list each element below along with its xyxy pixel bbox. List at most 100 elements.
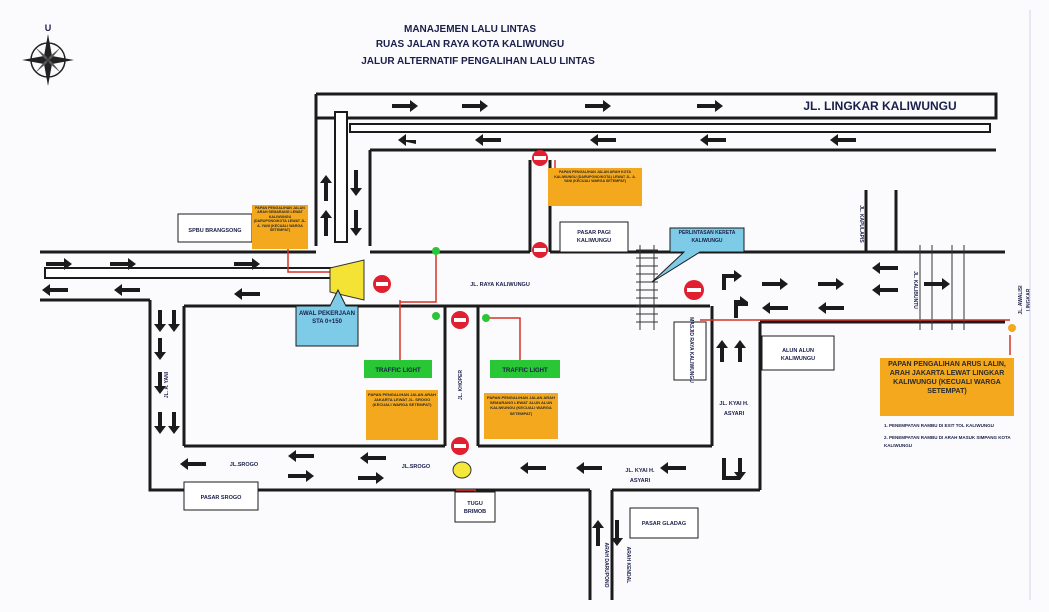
traffic-light-text-2: TRAFFIC LIGHT [502,368,548,374]
road-label-srogo-left: JL.SROGO [230,462,259,468]
alun-alun-box [761,335,835,371]
arrow-left-icon [475,134,501,146]
arrow-right-icon [46,258,72,270]
arrow-down-icon [734,458,746,480]
road-label-lingkar-short: LINGKAR [1026,288,1032,311]
compass-north-label: U [45,23,52,33]
no-entry-signs [373,150,704,455]
note-1: 1. PENEMPATAN RAMBU DI EXIT TOL KALIWUNG… [884,423,994,428]
place-boxes [177,213,835,539]
arrow-left-icon [576,462,602,474]
arrow-right-icon [697,100,723,112]
road-label-srogo-mid: JL.SROGO [402,464,431,470]
road-label-kyai-bottom: JL. KYAI H.ASYARI [625,468,655,484]
no-entry-icon [532,150,548,166]
traffic-light-icon [482,314,490,322]
tugu-box [454,491,496,523]
arrow-down-icon [611,520,623,546]
no-entry-icon [373,275,391,293]
arrow-right-icon [585,100,611,112]
sign-text-2: PAPAN PENGALIHAN JALAN ARAH KOTA KALIWUN… [554,170,636,184]
arrow-right-icon [924,278,950,290]
pasar-pagi-box [559,221,629,253]
marker-icon [1008,324,1016,332]
arrow-down-icon [154,338,166,360]
no-entry-icon [451,311,469,329]
no-entry-icon [684,280,704,300]
sign-text-4: PAPAN PENGALIHAN JALAN ARAH SEMARANG LEW… [487,395,555,416]
no-entry-icon [532,242,548,258]
awal-pekerjaan-text: AWAL PEKERJAAN STA 0+150 [299,311,355,326]
label-masjid: MASJID RAYA KALIWUNGU [688,317,694,383]
arrow-left-icon [114,284,140,296]
arrow-left-icon [360,452,386,464]
label-spbu: SPBU BRANGSONG [188,228,241,234]
road-label-kapulapis: JL. KAPULAPIS [858,205,864,243]
road-label-darupono: ARAH DARUPONO [603,543,609,588]
road-label-kalibuntu: JL. KALIBUNTU [912,271,918,309]
arrow-down-icon [154,372,166,394]
arrow-right-icon [288,470,314,482]
arrow-up-icon [716,340,728,362]
arrow-up-icon [734,340,746,362]
arrow-right-icon [462,100,488,112]
railway-right [919,245,965,330]
no-entry-icon [451,437,469,455]
notes-block: 1. PENEMPATAN RAMBU DI EXIT TOL KALIWUNG… [884,422,1034,450]
awal-pekerjaan-callout: AWAL PEKERJAAN STA 0+150 [295,288,359,347]
traffic-light-label-2 [490,360,560,378]
arrow-down-icon [168,412,180,434]
road-label-kyai-right: JL. KYAI H.ASYARI [719,401,749,417]
arrow-left-icon [872,262,898,274]
road-label-lingkar: JL. LINGKAR KALIWUNGU [803,99,956,113]
traffic-light-dots [432,247,1016,332]
arrow-left-icon [872,284,898,296]
label-pasar-gladag: PASAR GLADAG [642,521,686,527]
arrow-down-icon [154,412,166,434]
arrow-left-icon [398,134,416,146]
direction-arrows [42,100,950,546]
arrow-left-icon [520,462,546,474]
traffic-light-icon [432,247,440,255]
arrow-left-icon [180,458,206,470]
road-network [40,92,1005,600]
road-label-raya: JL. RAYA KALIWUNGU [470,282,530,288]
sign-board-1: PAPAN PENGALIHAN JALAN ARAH SEMARANG LEW… [252,205,308,249]
arrow-down-icon [154,310,166,332]
note-2: 2. PENEMPATAN RAMBU DI ARAH MASUK SIMPAN… [884,435,1011,449]
title-line-2: RUAS JALAN RAYA KOTA KALIWUNGU [376,39,564,50]
sign-text-1: PAPAN PENGALIHAN JALAN ARAH SEMARANG LEW… [253,206,307,233]
sign-board-3: PAPAN PENGALIHAN JALAN ARAH JAKARTA LEWA… [366,390,438,440]
railway-crossing [636,245,658,330]
arrow-right-icon [762,278,788,290]
perlintasan-callout: PERLINTASAN KERETA KALIWUNGU [651,227,745,283]
arrow-left-icon [830,134,856,146]
sign-board-right: PAPAN PENGALIHAN ARUS LALIN, ARAH JAKART… [880,358,1014,416]
spbu-box [177,213,253,243]
road-label-khoper: JL. KHOPER [458,370,464,400]
sign-board-4: PAPAN PENGALIHAN JALAN ARAH SEMARANG LEW… [484,393,558,439]
sign-text-3: PAPAN PENGALIHAN JALAN ARAH JAKARTA LEWA… [368,392,436,408]
title-line-1: MANAJEMEN LALU LINTAS [404,24,536,35]
perlintasan-text: PERLINTASAN KERETA KALIWUNGU [678,230,736,244]
pasar-gladag-box [629,507,699,539]
turn-arrow-icon [722,458,740,480]
arrow-up-icon [320,175,332,201]
arrow-left-icon [818,302,844,314]
sign-board-2: PAPAN PENGALIHAN JALAN ARAH KOTA KALIWUN… [548,168,642,206]
construction-sign-icon [329,259,365,301]
tugu-marker-icon [452,461,472,479]
arrow-right-icon [358,472,384,484]
arrow-down-icon [350,210,362,236]
arrow-left-icon [234,288,260,300]
compass-rose-icon: U [22,23,74,86]
traffic-light-label-1 [364,360,432,378]
arrow-right-icon [818,278,844,290]
sign-text-right: PAPAN PENGALIHAN ARUS LALIN, ARAH JAKART… [888,361,1006,396]
traffic-light-icon [432,312,440,320]
masjid-box [673,321,707,381]
road-label-ayani: JL. A. YANI [164,371,170,398]
